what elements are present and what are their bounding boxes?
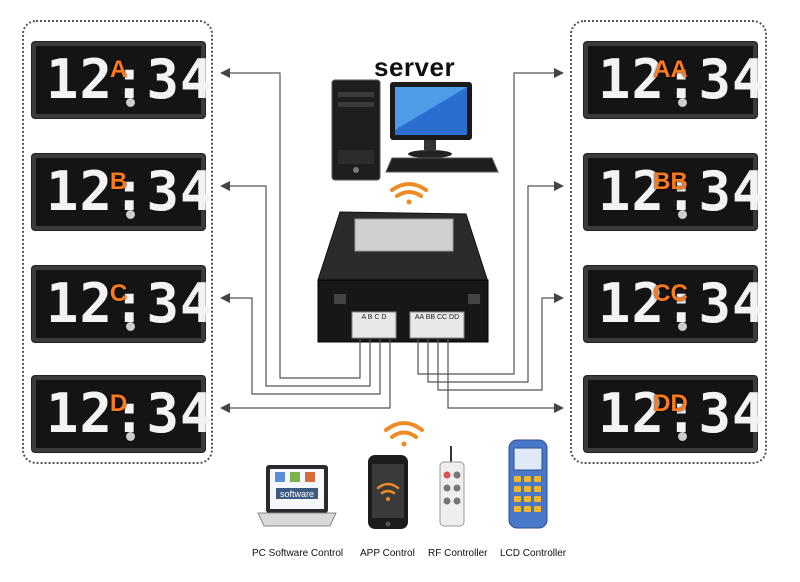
led-dot — [678, 432, 687, 441]
left-connection-lines — [220, 68, 391, 413]
led-sign-b: 12:34 B — [32, 154, 213, 230]
laptop-screen-text: software — [280, 489, 314, 499]
led-sign-dd: 12:34 DD — [584, 376, 765, 452]
sign-label-a: A — [109, 56, 128, 83]
sign-label-c: C — [109, 280, 128, 307]
app-control-label: APP Control — [360, 548, 415, 559]
led-sign-a: 12:34 A — [32, 42, 213, 118]
monitor-icon — [390, 82, 472, 158]
wifi-icon — [390, 182, 428, 205]
led-dot — [678, 322, 687, 331]
terminal-label-left: A B C D — [362, 314, 387, 321]
right-sign-group — [570, 20, 767, 464]
led-dot — [126, 210, 135, 219]
pc-software-control-label: PC Software Control — [252, 548, 344, 559]
lcd-controller-label: LCD Controller — [500, 548, 567, 559]
led-sign-c: 12:34 C — [32, 266, 213, 342]
controller-box-icon — [317, 211, 489, 343]
left-sign-group — [22, 20, 213, 464]
terminal-label-right: AA BB CC DD — [415, 314, 459, 321]
sign-label-bb: BB — [653, 168, 688, 195]
sign-label-cc: CC — [653, 280, 688, 307]
led-sign-d: 12:34 D — [32, 376, 213, 452]
rf-controller-label: RF Controller — [428, 548, 488, 559]
keyboard-icon — [385, 157, 499, 173]
laptop-icon — [257, 465, 337, 527]
smartphone-icon — [368, 455, 408, 529]
server-title: server — [374, 52, 456, 82]
sign-label-b: B — [109, 168, 128, 195]
led-dot — [678, 98, 687, 107]
led-sign-aa: 12:34 AA — [584, 42, 765, 118]
sign-label-dd: DD — [653, 390, 688, 417]
led-dot — [126, 432, 135, 441]
lcd-controller-icon — [508, 439, 548, 529]
sign-label-aa: AA — [653, 56, 688, 83]
led-dot — [126, 98, 135, 107]
rf-remote-icon — [439, 446, 465, 527]
wifi-icon — [384, 421, 424, 447]
server-tower-icon — [331, 79, 381, 181]
led-dot — [678, 210, 687, 219]
led-dot — [126, 322, 135, 331]
led-sign-bb: 12:34 BB — [584, 154, 765, 230]
led-sign-cc: 12:34 CC — [584, 266, 765, 342]
sign-label-d: D — [109, 390, 128, 417]
right-connection-lines — [417, 68, 564, 413]
